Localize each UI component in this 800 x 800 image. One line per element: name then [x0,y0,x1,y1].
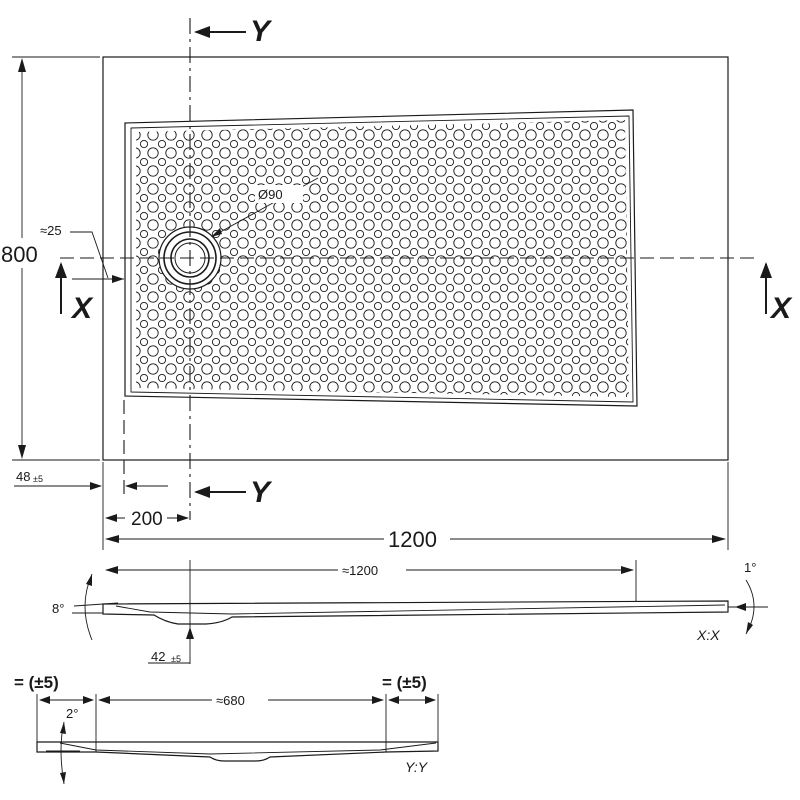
dim-section-xx-depth-tol: ±5 [171,654,181,664]
dim-drain-inset-value: ≈25 [40,223,62,238]
dim-height: 800 [0,56,100,461]
dim-edge-offset: 48 ±5 [14,469,168,490]
section-xx: ≈1200 8° 1° 42 ±5 X:X [52,559,768,664]
dim-section-xx-depth: 42 [151,649,165,664]
drain-diameter-label: Ø90 [258,187,283,202]
section-marker-y-bottom: Y [194,476,273,509]
section-letter-x-left: X [70,292,94,325]
dim-drain-offset-value: 200 [131,509,163,530]
section-marker-y-top: Y [194,15,273,48]
drain-diameter-leader: Ø90 [211,177,319,237]
dim-section-yy-angle: 2° [66,706,78,721]
dim-width-value: 1200 [388,527,437,552]
dim-section-yy-width: ≈680 [216,693,245,708]
section-letter-y-top: Y [250,15,273,48]
dim-edge-offset-tol: ±5 [33,474,43,484]
section-yy: ≈680 = (±5) = (±5) 2° Y:Y [14,673,439,785]
dim-section-xx-length: ≈1200 [342,563,378,578]
section-letter-x-right: X [769,292,793,325]
section-letter-y-bottom: Y [250,476,273,509]
dim-drain-inset: ≈25 [40,223,124,283]
textured-area-outline [124,109,638,407]
section-xx-caption: X:X [696,627,720,643]
dim-section-xx-angle-right: 1° [744,560,756,575]
section-marker-x-right: X [760,262,793,325]
section-yy-caption: Y:Y [405,759,429,775]
dim-width: 1200 [102,462,729,552]
textured-area-inner [130,115,634,403]
plan-view: Ø90 Y Y X X [0,15,793,552]
dim-height-value: 800 [1,242,38,267]
dim-section-yy-tol-right: = (±5) [382,673,427,692]
dim-section-xx-angle-left: 8° [52,601,64,616]
dim-section-yy-tol-left: = (±5) [14,673,59,692]
section-yy-profile [36,741,439,762]
section-marker-x-left: X [55,262,94,325]
section-xx-profile [102,600,729,625]
dim-drain-offset: 200 [105,506,189,530]
dim-edge-offset-value: 48 [16,469,30,484]
